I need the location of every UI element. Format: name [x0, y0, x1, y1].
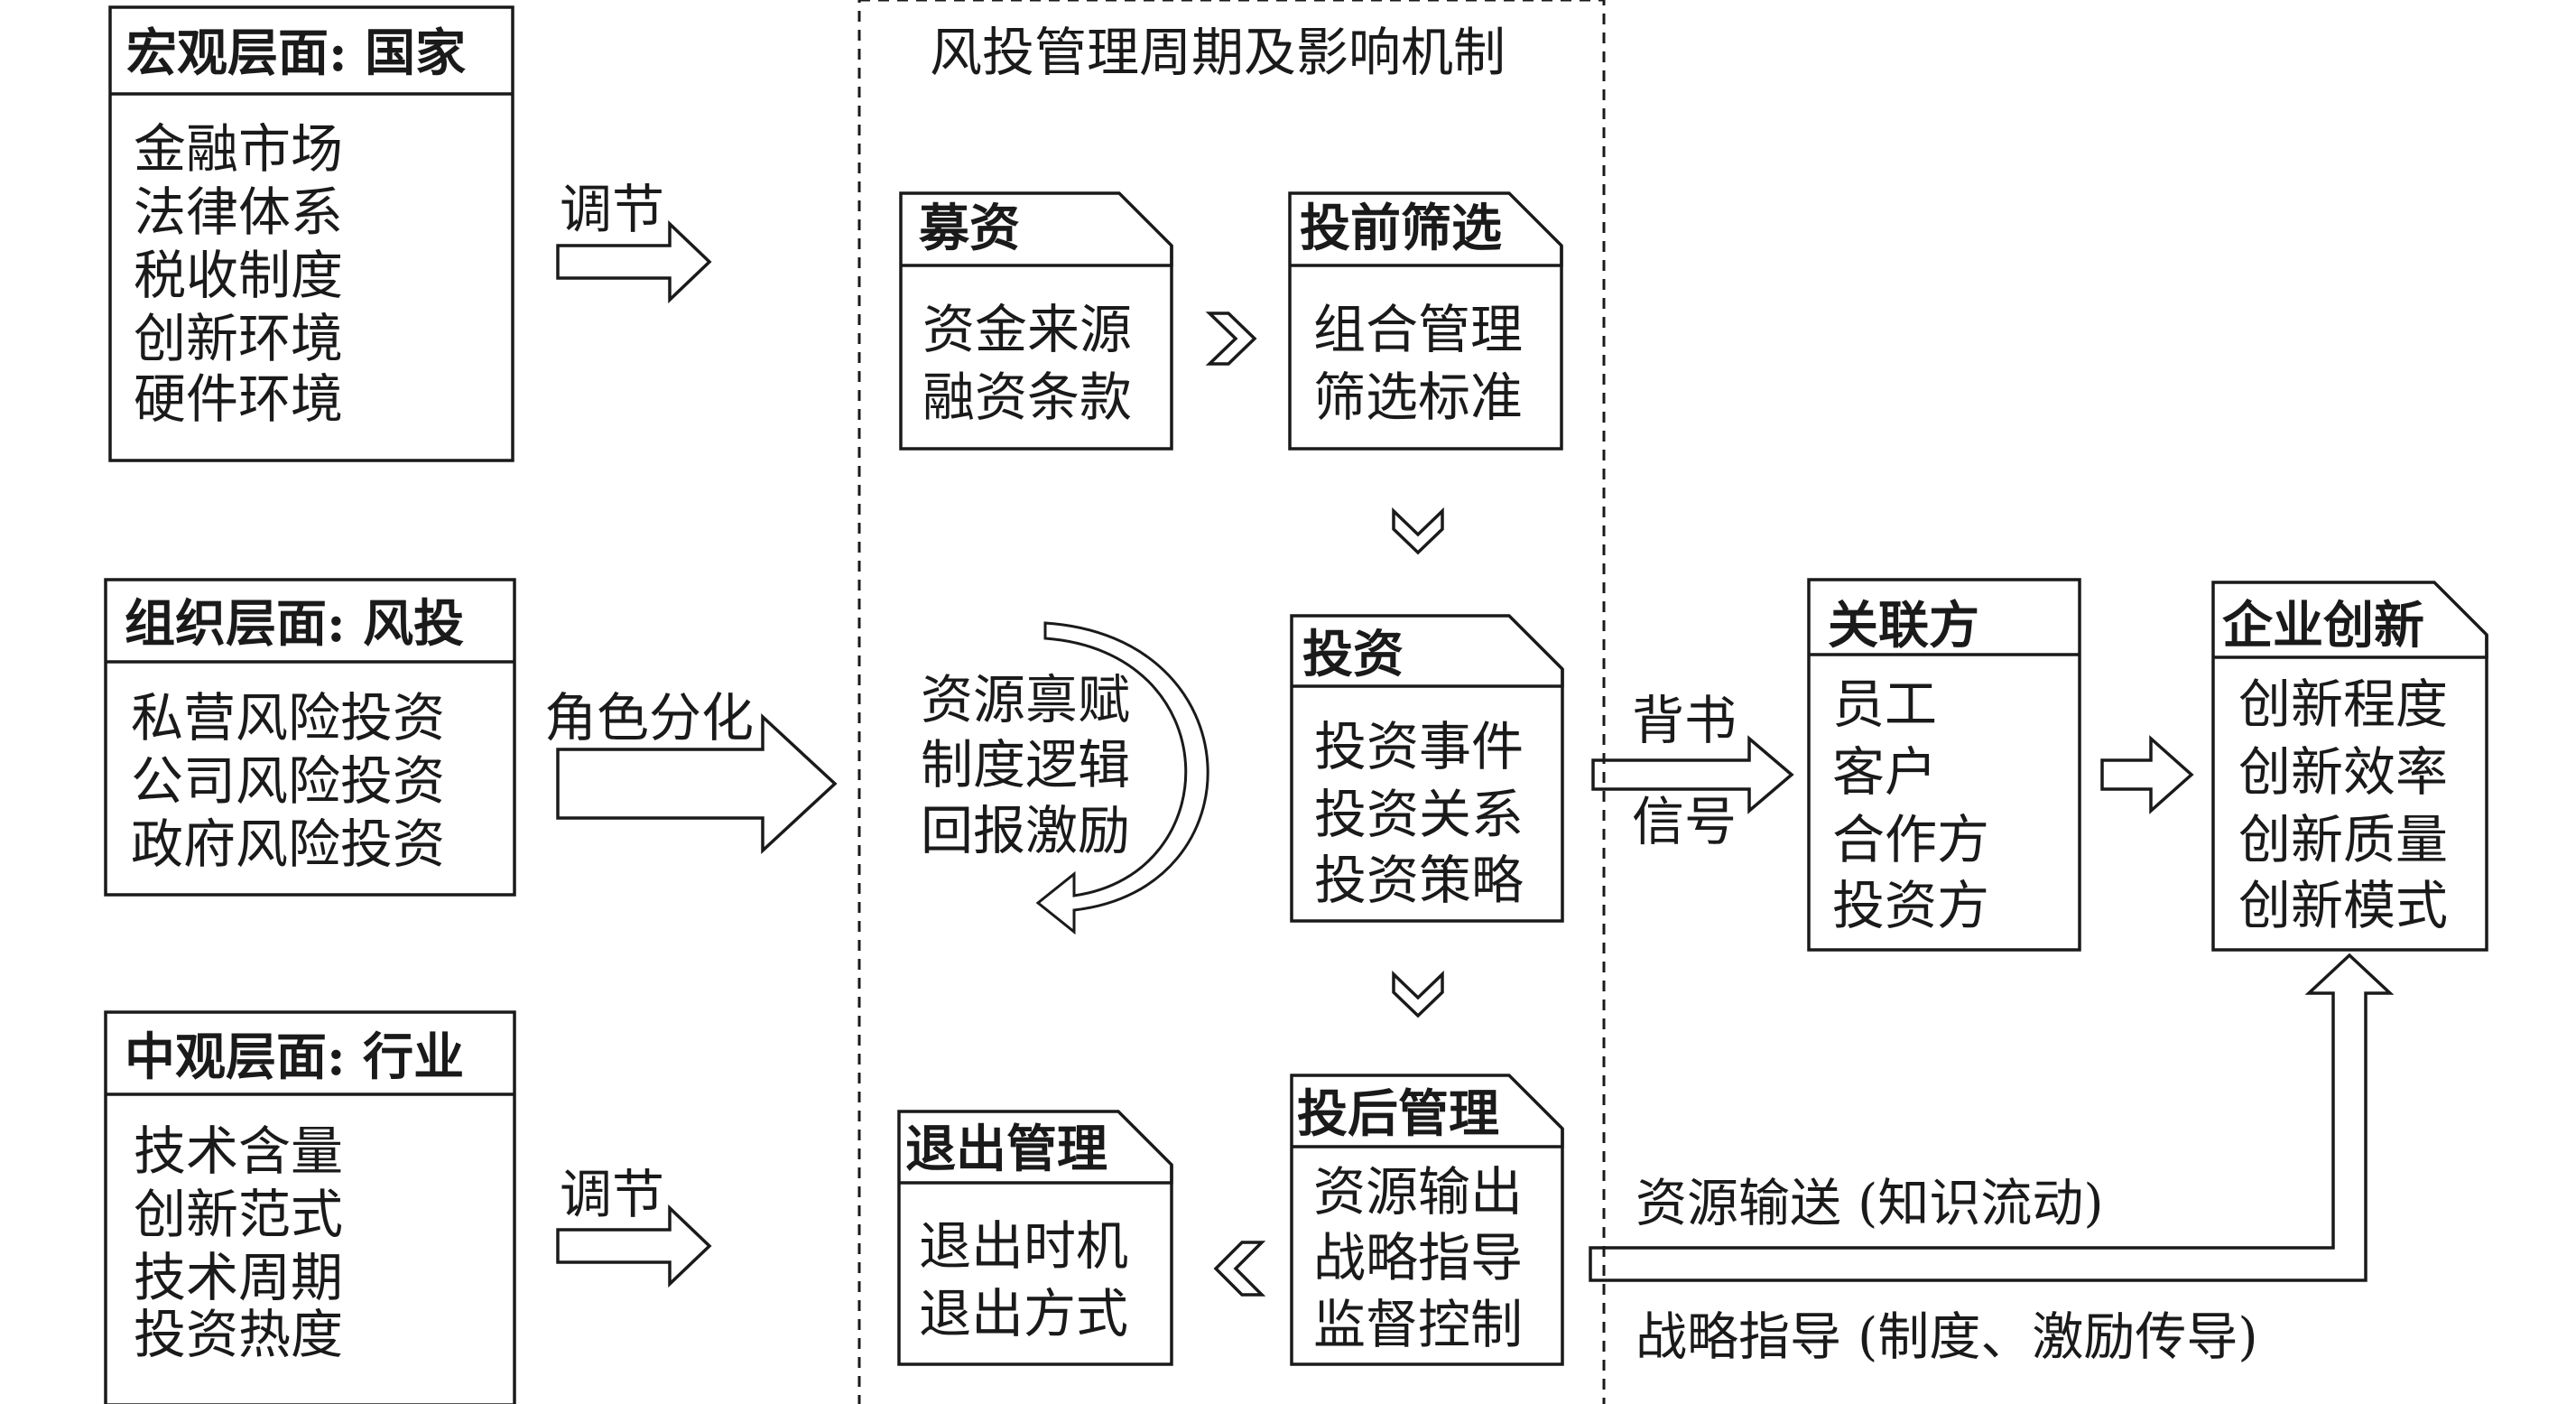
resource-item: 资源禀赋 — [921, 669, 1130, 730]
resource-item: 制度逻辑 — [921, 734, 1130, 795]
resource-flow-label: 资源输送 (知识流动) — [1635, 1174, 2104, 1233]
chevron-right-icon — [1205, 311, 1257, 366]
exit-header: 退出管理 — [905, 1120, 1107, 1179]
fundraising-item: 资金来源 — [922, 299, 1132, 360]
innovation-header: 企业创新 — [2222, 596, 2424, 656]
investment-item: 投资关系 — [1314, 784, 1524, 845]
screening-header: 投前筛选 — [1300, 199, 1502, 258]
macro-regulate-arrow: 调节 — [556, 179, 712, 304]
related-party-item: 客户 — [1832, 741, 1937, 803]
exit-item: 退出方式 — [919, 1283, 1128, 1344]
macro-level-box: 宏观层面: 国家 金融市场 法律体系 税收制度 创新环境 硬件环境 — [108, 5, 514, 462]
org-role-arrow: 角色分化 — [544, 687, 838, 855]
screening-item: 筛选标准 — [1313, 367, 1523, 428]
related-party-item: 合作方 — [1832, 809, 1989, 870]
macro-item: 硬件环境 — [134, 368, 343, 430]
post-investment-item: 资源输出 — [1313, 1161, 1523, 1223]
macro-item: 创新环境 — [134, 308, 343, 369]
resource-flow-arrow — [1589, 953, 2395, 1282]
post-investment-box: 投后管理 资源输出 战略指导 监督控制 — [1290, 1074, 1564, 1366]
related-party-item: 员工 — [1832, 674, 1937, 735]
fundraising-item: 融资条款 — [922, 367, 1132, 428]
related-parties-box: 关联方 员工 客户 合作方 投资方 — [1807, 578, 2081, 952]
screening-item: 组合管理 — [1313, 299, 1523, 360]
org-level-header: 组织层面: 风投 — [125, 594, 464, 654]
investment-item: 投资事件 — [1314, 716, 1524, 777]
related-party-item: 投资方 — [1832, 875, 1989, 936]
macro-item: 税收制度 — [134, 245, 343, 306]
meso-item: 创新范式 — [134, 1184, 343, 1245]
innovation-box: 企业创新 创新程度 创新效率 创新质量 创新模式 — [2211, 581, 2488, 952]
investment-box: 投资 投资事件 投资关系 投资策略 — [1290, 614, 1564, 923]
exit-item: 退出时机 — [919, 1215, 1128, 1277]
org-level-box: 组织层面: 风投 私营风险投资 公司风险投资 政府风险投资 — [104, 578, 516, 897]
cycle-title: 风投管理周期及影响机制 — [930, 22, 1506, 83]
fundraising-header: 募资 — [918, 199, 1020, 258]
feedback-curved-arrow — [1035, 621, 1209, 935]
resource-item: 回报激励 — [921, 800, 1130, 861]
innovation-item: 创新效率 — [2238, 741, 2448, 803]
post-investment-item: 战略指导 — [1313, 1227, 1523, 1288]
macro-item: 法律体系 — [134, 181, 343, 243]
investment-header: 投资 — [1302, 625, 1404, 684]
org-arrow-label: 角色分化 — [544, 687, 754, 748]
chevron-down-icon — [1392, 970, 1444, 1018]
org-item: 私营风险投资 — [131, 687, 445, 748]
fundraising-box: 募资 资金来源 融资条款 — [899, 191, 1173, 451]
innovation-item: 创新模式 — [2238, 875, 2448, 936]
macro-arrow-label: 调节 — [560, 179, 664, 240]
signal-label-signal: 信号 — [1632, 791, 1737, 852]
related-to-innovation-arrow — [2100, 735, 2194, 814]
signal-label-endorse: 背书 — [1632, 690, 1737, 751]
macro-item: 金融市场 — [134, 118, 343, 180]
macro-level-header: 宏观层面: 国家 — [126, 23, 466, 83]
meso-item: 技术含量 — [134, 1120, 343, 1182]
meso-level-box: 中观层面: 行业 技术含量 创新范式 技术周期 投资热度 — [104, 1010, 516, 1404]
org-item: 公司风险投资 — [131, 750, 445, 812]
org-item: 政府风险投资 — [131, 814, 445, 875]
post-investment-header: 投后管理 — [1297, 1084, 1499, 1144]
meso-arrow-label: 调节 — [560, 1164, 664, 1225]
screening-box: 投前筛选 组合管理 筛选标准 — [1288, 191, 1563, 451]
innovation-item: 创新程度 — [2238, 674, 2448, 735]
post-investment-item: 监督控制 — [1313, 1294, 1523, 1355]
vc-cycle-dashed-frame — [857, 0, 1606, 1404]
meso-item: 技术周期 — [134, 1247, 343, 1308]
investment-item: 投资策略 — [1314, 850, 1524, 911]
meso-regulate-arrow: 调节 — [556, 1164, 712, 1288]
strategy-guidance-label: 战略指导 (制度、激励传导) — [1635, 1307, 2258, 1367]
meso-item: 投资热度 — [134, 1304, 343, 1365]
signal-arrow — [1591, 735, 1794, 814]
chevron-down-icon — [1392, 507, 1444, 555]
related-parties-header: 关联方 — [1828, 596, 1979, 656]
meso-level-header: 中观层面: 行业 — [125, 1027, 464, 1087]
exit-box: 退出管理 退出时机 退出方式 — [897, 1110, 1173, 1366]
innovation-item: 创新质量 — [2238, 809, 2448, 870]
chevron-left-icon — [1213, 1241, 1266, 1297]
